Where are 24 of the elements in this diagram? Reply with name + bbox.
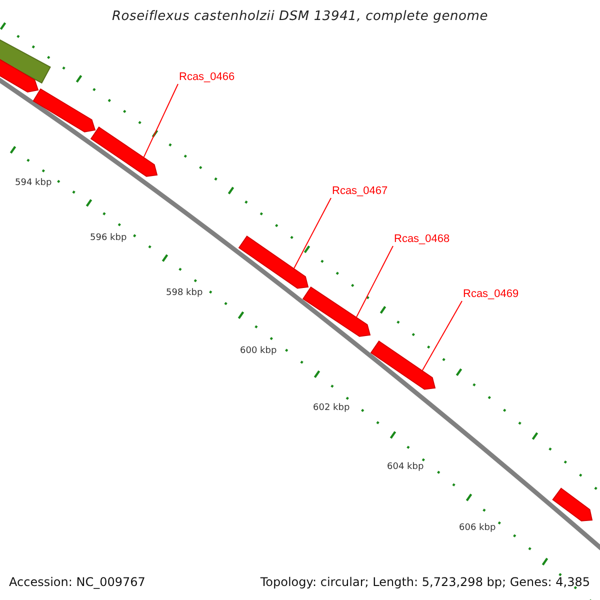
gene-label: Rcas_0467 — [332, 185, 388, 198]
leader-line — [294, 198, 332, 269]
genome-info-text: Topology: circular; Length: 5,723,298 bp; Genes: 4,385 — [260, 575, 590, 589]
gene-feature — [238, 236, 309, 289]
gene-feature — [32, 88, 96, 132]
scale-label: 606 kbp — [459, 523, 496, 534]
scale-label: 604 kbp — [387, 462, 424, 473]
gene-label: Rcas_0468 — [394, 233, 450, 246]
gene-feature — [552, 488, 593, 522]
leader-line — [356, 246, 394, 318]
scale-label: 596 kbp — [90, 233, 127, 244]
map-title: Roseiflexus castenholzii DSM 13941, complete genome — [110, 9, 490, 24]
scale-label: 602 kbp — [313, 403, 350, 414]
leader-line — [422, 300, 462, 371]
gene-label: Rcas_0466 — [179, 71, 235, 84]
gene-label: Rcas_0469 — [463, 288, 519, 301]
leader-line — [143, 84, 178, 158]
scale-label: 594 kbp — [15, 178, 52, 189]
gene-feature — [370, 340, 436, 390]
accession-text: Accession: NC_009767 — [9, 575, 146, 589]
gene-feature — [302, 286, 371, 337]
gene-feature — [90, 126, 158, 177]
scale-label: 598 kbp — [166, 288, 203, 299]
scale-label: 600 kbp — [240, 346, 277, 357]
